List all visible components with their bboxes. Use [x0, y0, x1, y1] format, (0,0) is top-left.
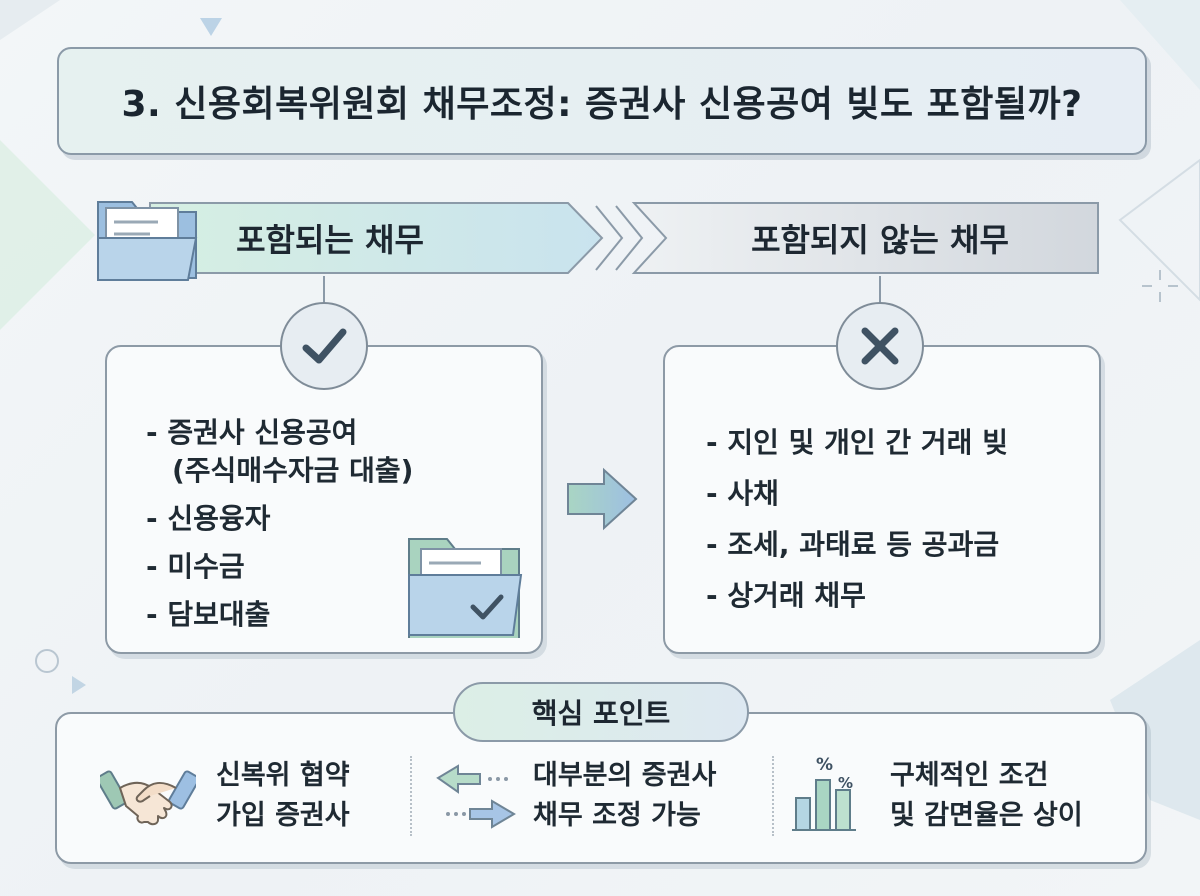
list-item: - 증권사 신용공여 — [146, 416, 358, 449]
key-points-label: 핵심 포인트 — [453, 682, 749, 742]
key-point-3: 구체적인 조건 및 감면율은 상이 — [890, 756, 1083, 836]
page-title: 3. 신용회복위원회 채무조정: 증권사 신용공여 빚도 포함될까? — [121, 84, 1083, 125]
divider — [410, 756, 412, 836]
key-point-1-line1: 신복위 협약 — [216, 760, 350, 791]
list-item: (주식매수자금 대출) — [172, 454, 414, 487]
key-point-2: 대부분의 증권사 채무 조정 가능 — [533, 756, 716, 836]
handshake-icon — [100, 770, 196, 826]
included-heading: 포함되는 채무 — [236, 221, 424, 259]
excluded-banner — [631, 202, 1099, 274]
title-banner: 3. 신용회복위원회 채무조정: 증권사 신용공여 빚도 포함될까? — [57, 47, 1147, 155]
percent-symbol: % — [838, 774, 853, 792]
divider — [772, 756, 774, 836]
included-badge — [280, 302, 368, 390]
list-item: - 담보대출 — [146, 598, 271, 631]
excluded-badge — [836, 302, 924, 390]
key-point-1: 신복위 협약 가입 증권사 — [216, 756, 350, 836]
double-chevron-icon — [595, 205, 644, 271]
key-point-3-line2: 및 감면율은 상이 — [890, 800, 1083, 831]
included-list: - 증권사 신용공여 (주식매수자금 대출) - 신용융자 - 미수금 - 담보… — [146, 414, 413, 634]
included-connector — [323, 276, 325, 306]
excluded-connector — [879, 276, 881, 306]
excluded-list: - 지인 및 개인 간 거래 빚 - 사채 - 조세, 과태료 등 공과금 - … — [706, 424, 1008, 615]
right-arrow-icon — [567, 467, 638, 531]
list-item: - 상거래 채무 — [706, 579, 866, 612]
folder-icon — [97, 201, 198, 281]
percent-symbol: % — [816, 755, 833, 775]
percent-bar-chart-icon: % % — [792, 755, 856, 831]
list-item: - 사채 — [706, 477, 779, 510]
excluded-heading: 포함되지 않는 채무 — [751, 221, 1009, 259]
list-item: - 지인 및 개인 간 거래 빚 — [706, 426, 1008, 459]
x-mark-icon — [861, 327, 899, 365]
list-item: - 신용융자 — [146, 502, 271, 535]
list-item: - 미수금 — [146, 550, 245, 583]
list-item: - 조세, 과태료 등 공과금 — [706, 528, 1000, 561]
exchange-arrows-icon — [436, 764, 516, 829]
excluded-panel — [663, 345, 1101, 654]
key-point-2-line2: 채무 조정 가능 — [533, 800, 701, 831]
key-point-3-line1: 구체적인 조건 — [890, 760, 1049, 791]
key-point-1-line2: 가입 증권사 — [216, 800, 350, 831]
checkmark-icon — [302, 328, 347, 364]
folder-check-icon — [408, 538, 523, 638]
key-point-2-line1: 대부분의 증권사 — [533, 760, 717, 791]
